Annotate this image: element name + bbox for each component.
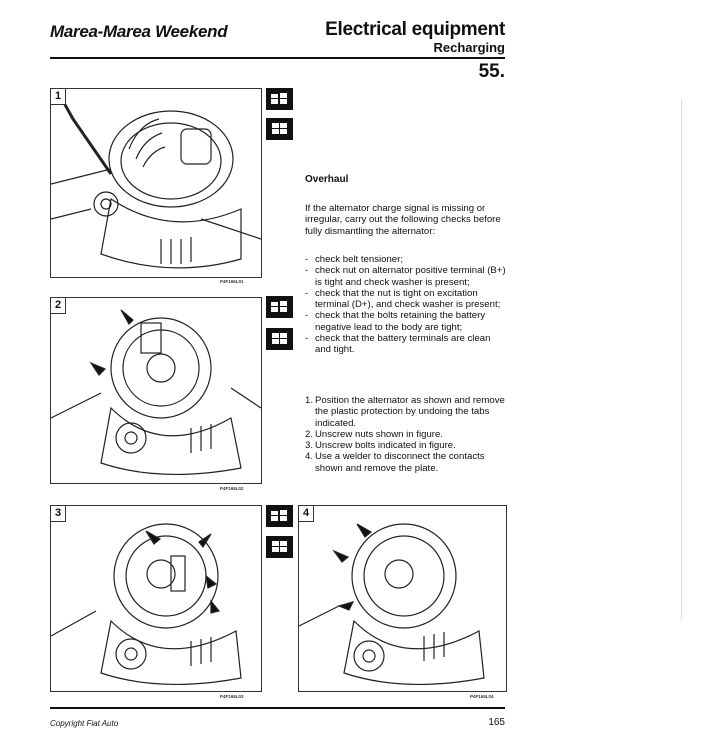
alternator-illustration [51,309,261,476]
margin-dotted-line [681,100,682,620]
section-number: 55. [478,61,505,82]
list-item: -check belt tensioner; [305,254,403,265]
step-number: 3. [305,440,314,452]
alternator-illustration [51,523,242,686]
steps-list: 1.Position the alternator as shown and r… [305,395,507,474]
alternator-illustration [51,93,261,269]
step-item: 3.Unscrew bolts indicated in figure. [305,440,507,451]
grid-icon [266,118,293,140]
step-text: Unscrew bolts indicated in figure. [315,440,456,452]
figure-number: 1 [51,89,66,105]
figure-4: 4 [298,505,507,692]
figure-caption: P4F165L04 [470,694,494,699]
list-item-text: check belt tensioner; [315,254,403,265]
document-title: Marea-Marea Weekend [50,22,228,41]
step-item: 1.Position the alternator as shown and r… [305,395,507,429]
step-text: Unscrew nuts shown in figure. [315,428,443,440]
procedure-icon [266,88,293,110]
intro-paragraph: If the alternator charge signal is missi… [305,203,501,237]
step-number: 2. [305,428,314,440]
procedure-icon [266,296,293,318]
list-item-text: check that the nut is tight on excitatio… [315,287,501,311]
list-item-text: check nut on alternator positive termina… [315,265,506,288]
figure-number: 2 [51,298,66,314]
footer-divider [50,707,505,709]
section-heading: Overhaul [305,174,349,185]
list-item: -check that the battery terminals are cl… [305,333,491,356]
figure-1: 1 [50,88,262,278]
figure-caption: P4F165L01 [220,279,244,284]
subsection-title: Recharging [433,40,505,55]
list-item-text: check that the battery terminals are cle… [315,333,491,356]
step-number: 4. [305,451,314,463]
step-number: 1. [305,395,314,406]
figure-caption: P4F165L03 [220,694,244,699]
header-divider [50,57,505,59]
figure-2: 2 [50,297,262,484]
figure-caption: P4F165L02 [220,486,244,491]
page-number: 165 [488,717,505,728]
list-item: -check that the bolts retaining the batt… [305,310,486,333]
figure-number: 3 [51,506,66,522]
grid-icon [266,328,293,350]
procedure-icon [266,505,293,527]
checks-list: -check belt tensioner; -check nut on alt… [305,254,507,356]
list-item: -check that the nut is tight on excitati… [305,287,501,311]
step-text: Position the alternator as shown and rem… [315,395,505,429]
copyright: Copyright Fiat Auto [50,719,119,728]
step-text: Use a welder to disconnect the contacts … [315,451,485,474]
grid-icon [266,536,293,558]
list-item-text: check that the bolts retaining the batte… [315,310,486,333]
step-item: 2.Unscrew nuts shown in figure. [305,429,507,440]
figure-3: 3 [50,505,262,692]
alternator-illustration [299,523,485,686]
step-item: 4.Use a welder to disconnect the contact… [305,451,507,474]
figure-number: 4 [299,506,314,522]
section-title: Electrical equipment [325,19,505,40]
list-item: -check nut on alternator positive termin… [305,265,506,288]
